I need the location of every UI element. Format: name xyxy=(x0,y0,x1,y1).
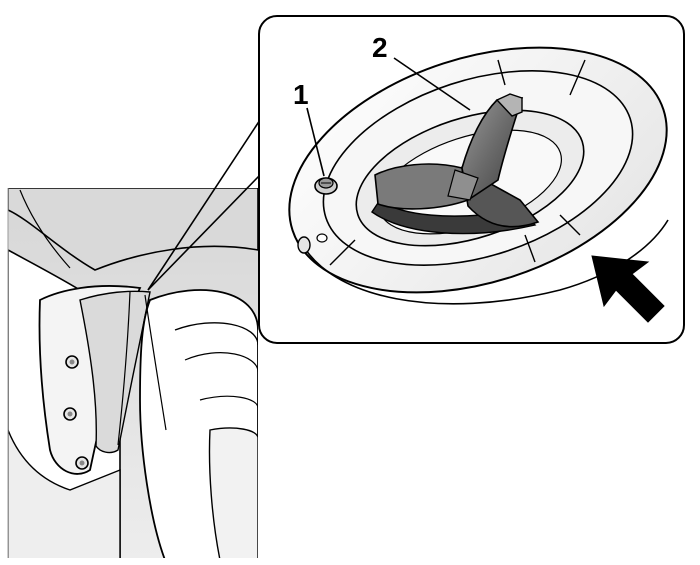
direction-arrow-icon xyxy=(591,255,665,323)
detail-inset: 1 2 xyxy=(258,15,685,344)
zoom-leader-lines xyxy=(147,119,261,291)
callout-1-label: 1 xyxy=(293,79,309,110)
three-prong-knob xyxy=(371,93,540,235)
lock-tab xyxy=(297,233,328,254)
vehicle-rear-view xyxy=(8,188,258,558)
callout-2-leader xyxy=(393,57,471,111)
callout-1-leader xyxy=(306,107,325,177)
screw xyxy=(314,177,338,195)
callout-2-label: 2 xyxy=(372,32,388,63)
